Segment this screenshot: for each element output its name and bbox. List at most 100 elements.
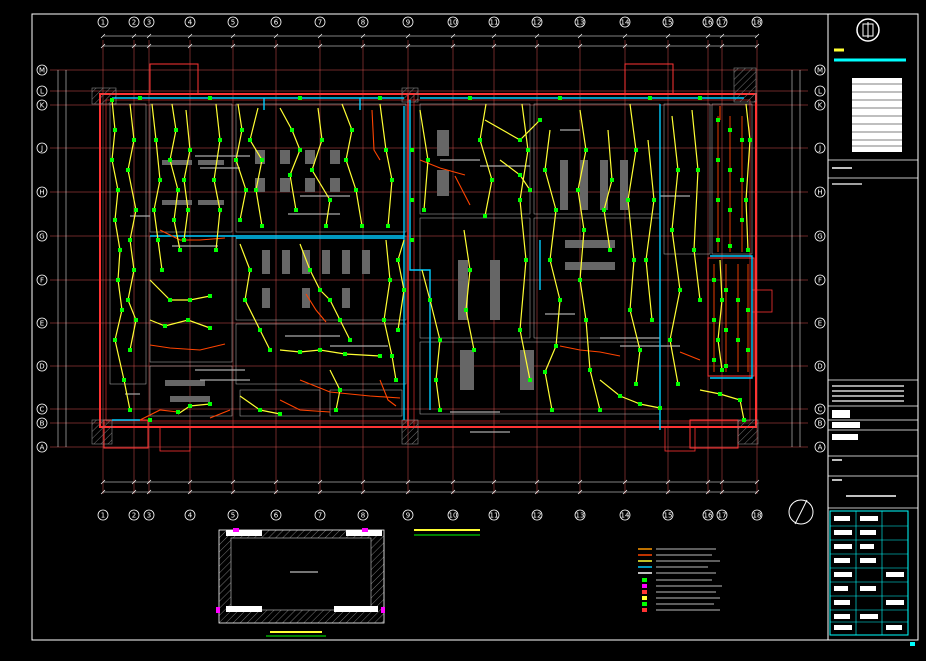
device-symbol xyxy=(668,338,672,342)
dimension-tick xyxy=(665,489,671,495)
dimension-tick xyxy=(146,43,152,49)
axis-letter: B xyxy=(40,420,45,428)
device-symbol xyxy=(288,173,292,177)
dimension-tick xyxy=(100,489,106,495)
axis-bubble xyxy=(574,16,586,28)
axis-letter: M xyxy=(39,67,45,75)
device-symbol xyxy=(176,188,180,192)
axis-number: 5 xyxy=(231,512,235,520)
axis-number: 11 xyxy=(490,19,499,27)
axis-bubble xyxy=(814,274,826,286)
device-symbol xyxy=(638,348,642,352)
device-symbol xyxy=(578,278,582,282)
axis-number: 8 xyxy=(361,19,365,27)
dimension-tick xyxy=(491,33,497,39)
north-arrow-icon xyxy=(788,499,814,525)
axis-bubble xyxy=(619,16,631,28)
dimension-tick xyxy=(491,479,497,485)
dimension-tick xyxy=(230,43,236,49)
dimension-tick xyxy=(146,33,152,39)
dimension-tick xyxy=(230,33,236,39)
device-symbol xyxy=(243,298,247,302)
device-symbol xyxy=(218,138,222,142)
axis-bubble xyxy=(488,509,500,521)
dimension-tick xyxy=(100,479,106,485)
device-symbol xyxy=(244,188,248,192)
device-symbol xyxy=(588,368,592,372)
device-symbol xyxy=(350,128,354,132)
device-symbol xyxy=(128,348,132,352)
device-symbol xyxy=(248,138,252,142)
dimension-tick xyxy=(187,43,193,49)
device-symbol xyxy=(396,328,400,332)
device-symbol xyxy=(188,404,192,408)
device-symbol xyxy=(208,326,212,330)
dimension-tick xyxy=(622,479,628,485)
axis-bubble xyxy=(814,142,826,154)
device-symbol xyxy=(310,168,314,172)
axis-letter: K xyxy=(40,102,45,110)
device-symbol xyxy=(438,338,442,342)
device-symbol xyxy=(648,96,652,100)
axis-letter: G xyxy=(817,233,822,241)
axis-bubble xyxy=(814,64,826,76)
device-symbol xyxy=(426,158,430,162)
dimension-tick xyxy=(100,43,106,49)
device-symbol xyxy=(128,408,132,412)
dimension-tick xyxy=(450,43,456,49)
axis-number: 2 xyxy=(132,512,136,520)
axis-bubble xyxy=(36,274,48,286)
dimension-tick xyxy=(360,33,366,39)
device-symbol xyxy=(518,173,522,177)
device-symbol xyxy=(158,178,162,182)
axis-bubble xyxy=(447,16,459,28)
device-symbol xyxy=(390,354,394,358)
device-symbol xyxy=(712,358,716,362)
dimension-tick xyxy=(146,479,152,485)
dimension-tick xyxy=(131,489,137,495)
axis-number: 4 xyxy=(188,512,193,520)
device-symbol xyxy=(550,408,554,412)
dimension-tick xyxy=(665,43,671,49)
device-symbol xyxy=(584,318,588,322)
axis-bubble xyxy=(357,509,369,521)
dimension-tick xyxy=(131,33,137,39)
dimension-tick xyxy=(577,33,583,39)
device-symbol xyxy=(318,288,322,292)
device-symbol xyxy=(638,402,642,406)
device-symbol xyxy=(632,258,636,262)
plan-title xyxy=(414,529,480,536)
axis-bubble xyxy=(619,509,631,521)
dimension-tick xyxy=(705,489,711,495)
device-symbol xyxy=(716,338,720,342)
device-symbol xyxy=(240,128,244,132)
axis-bubble xyxy=(128,509,140,521)
device-symbol xyxy=(634,148,638,152)
dimension-tick xyxy=(405,43,411,49)
dimension-tick xyxy=(187,33,193,39)
axis-bubble xyxy=(36,417,48,429)
device-symbol xyxy=(720,368,724,372)
device-symbol xyxy=(260,158,264,162)
axis-number: 9 xyxy=(406,512,410,520)
axis-bubble xyxy=(814,230,826,242)
device-symbol xyxy=(148,418,152,422)
device-symbol xyxy=(154,138,158,142)
device-symbol xyxy=(234,158,238,162)
device-symbol xyxy=(744,198,748,202)
device-layer xyxy=(110,96,752,422)
device-symbol xyxy=(113,338,117,342)
device-symbol xyxy=(724,328,728,332)
axis-number: 6 xyxy=(274,512,279,520)
axis-number: 7 xyxy=(318,19,322,27)
detail-inset xyxy=(216,528,385,637)
axis-bubble xyxy=(357,16,369,28)
device-symbol xyxy=(320,138,324,142)
device-symbol xyxy=(554,208,558,212)
dimension-tick xyxy=(577,43,583,49)
dimension-tick xyxy=(491,489,497,495)
device-symbol xyxy=(740,178,744,182)
device-symbol xyxy=(338,388,342,392)
dimension-tick xyxy=(665,479,671,485)
axis-number: 14 xyxy=(621,19,630,27)
